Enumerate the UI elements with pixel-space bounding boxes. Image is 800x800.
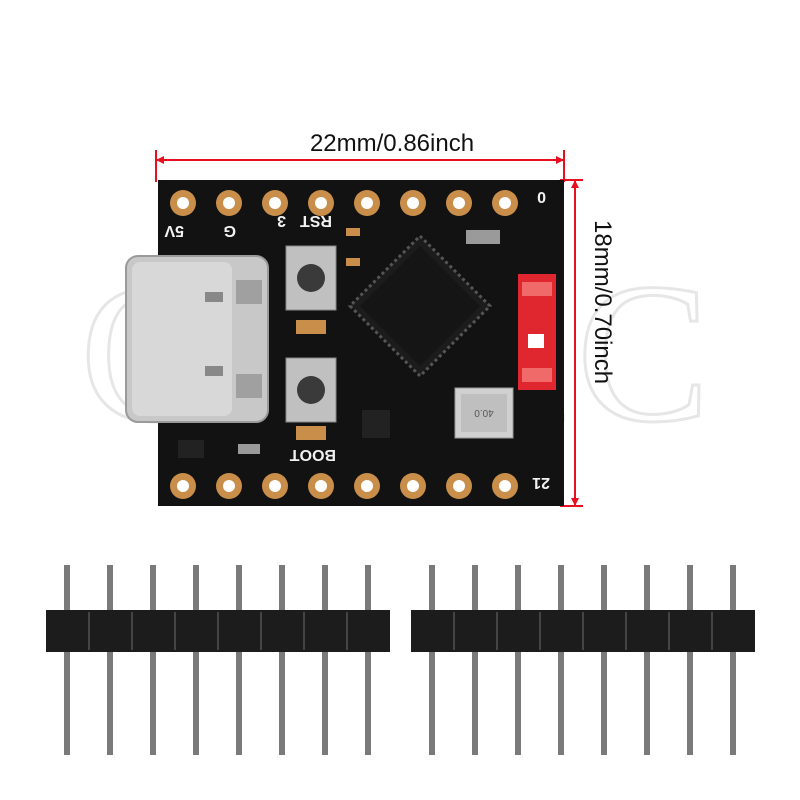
label-g: G bbox=[224, 222, 236, 239]
label-5v: 5V bbox=[164, 222, 184, 239]
crystal-oscillator: 40.0 bbox=[454, 387, 514, 439]
width-dimension bbox=[155, 150, 565, 182]
rst-button bbox=[285, 245, 337, 311]
pcb-board: 40.0 5V G 3 RST 0 21 bbox=[125, 180, 564, 506]
label-21: 21 bbox=[532, 474, 550, 491]
label-boot: BOOT bbox=[290, 446, 336, 463]
label-3: 3 bbox=[277, 212, 286, 229]
pin-header-right bbox=[411, 565, 755, 755]
boot-button bbox=[285, 357, 337, 423]
height-dimension-label: 18mm/0.70inch bbox=[589, 220, 616, 385]
mcu-chip bbox=[347, 233, 493, 379]
usb-c-connector bbox=[125, 255, 269, 423]
crystal-marking: 40.0 bbox=[474, 407, 494, 418]
red-led bbox=[518, 274, 556, 390]
pin-header-left bbox=[46, 565, 390, 755]
silkscreen-labels: 5V G 3 RST 0 21 BOOT bbox=[164, 188, 550, 491]
label-0: 0 bbox=[537, 188, 546, 205]
width-dimension-label: 22mm/0.86inch bbox=[309, 130, 475, 157]
smd-components bbox=[178, 228, 500, 458]
label-rst: RST bbox=[300, 212, 332, 229]
